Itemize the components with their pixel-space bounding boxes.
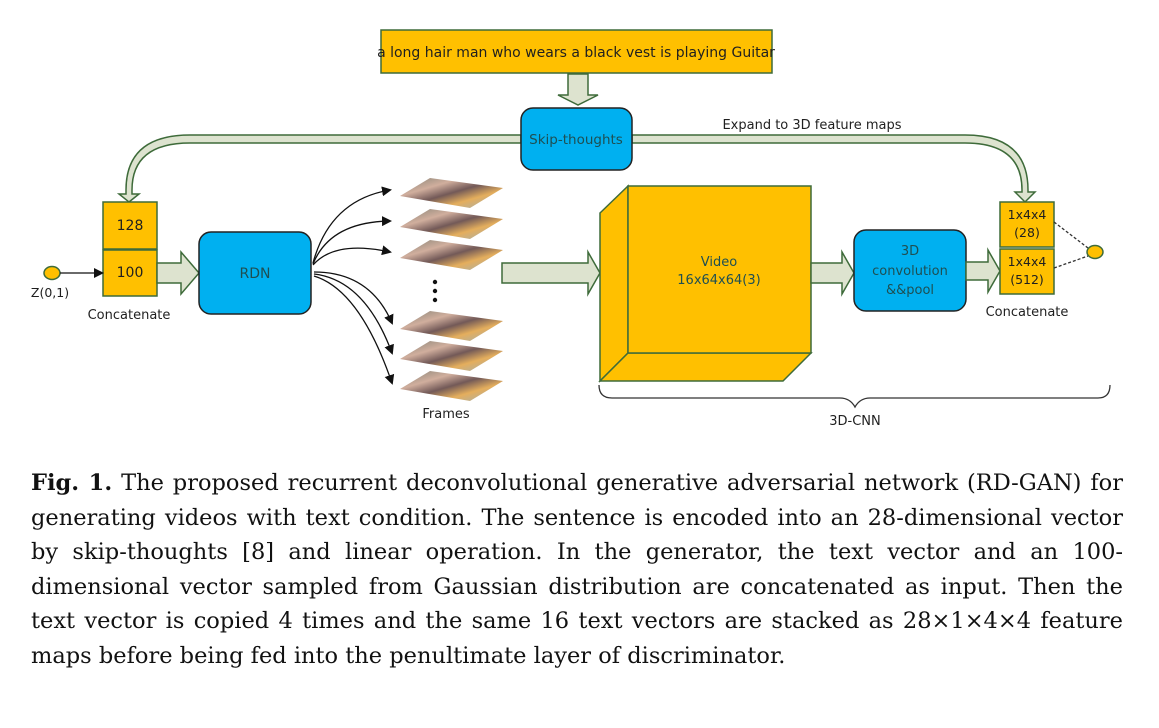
noise-input-node xyxy=(43,265,61,281)
video-to-conv-arrow xyxy=(810,249,855,297)
skipthoughts-block: Skip-thoughts xyxy=(520,107,633,171)
rdgan-architecture-diagram: a long hair man who wears a black vest i… xyxy=(31,29,1111,429)
video-cube: Video 16x64x64(3) xyxy=(598,184,813,383)
conv-label-2: convolution xyxy=(872,264,948,279)
frames-to-video-arrow xyxy=(501,249,601,297)
conv-label-3: &&pool xyxy=(886,283,934,298)
conv-label-1: 3D xyxy=(901,244,919,259)
cnn-brace xyxy=(598,384,1111,409)
video-label: Video xyxy=(701,255,737,270)
text-vector-cell xyxy=(102,201,158,250)
video-feature-cell xyxy=(999,248,1055,295)
frame-arrow-2 xyxy=(312,216,392,265)
text-feature-channels: (28) xyxy=(1014,225,1040,240)
frame-thumbnail xyxy=(400,240,503,270)
frame-thumbnail xyxy=(400,209,503,239)
frame-thumbnail xyxy=(400,311,503,341)
generator-concat-label: Concatenate xyxy=(88,308,171,323)
caption-text: The proposed recurrent deconvolutional g… xyxy=(31,470,1123,669)
discriminator-concat-label: Concatenate xyxy=(986,305,1069,320)
noise-vector-size: 100 xyxy=(117,265,144,281)
figure-caption: Fig. 1. The proposed recurrent deconvolu… xyxy=(31,466,1123,673)
video-feature-shape: 1x4x4 xyxy=(1008,254,1047,269)
conv3d-pool-block: 3D convolution &&pool xyxy=(853,229,967,312)
discriminator-concat-block: 1x4x4 (28) 1x4x4 (512) xyxy=(999,201,1055,295)
generator-concat-block: 128 100 xyxy=(102,201,158,297)
frame-arrows xyxy=(312,186,395,385)
discriminator-output-node xyxy=(1086,244,1104,260)
generated-frames xyxy=(400,178,503,401)
text-vector-size: 128 xyxy=(117,218,144,234)
frames-ellipsis-dots xyxy=(432,279,438,303)
noise-label: Z(0,1) xyxy=(31,285,69,300)
figure-label: Fig. 1. xyxy=(31,470,113,496)
sentence-text: a long hair man who wears a black vest i… xyxy=(377,45,775,61)
expand-label: Expand to 3D feature maps xyxy=(722,118,901,133)
skipthoughts-label: Skip-thoughts xyxy=(529,132,623,148)
rdn-label: RDN xyxy=(240,266,271,282)
conv-to-features-arrow xyxy=(965,247,1001,295)
output-connections xyxy=(1053,221,1089,269)
frame-arrow-5 xyxy=(313,273,394,355)
text-feature-shape: 1x4x4 xyxy=(1008,207,1047,222)
frame-arrow-4 xyxy=(313,271,394,325)
frame-arrow-3 xyxy=(312,245,392,266)
concat-to-rdn-arrow xyxy=(156,249,200,297)
video-feature-channels: (512) xyxy=(1010,272,1044,287)
text-feature-cell xyxy=(999,201,1055,248)
frame-thumbnail xyxy=(400,341,503,371)
cnn-brace-label: 3D-CNN xyxy=(829,414,881,429)
frame-thumbnail xyxy=(400,178,503,208)
frame-thumbnail xyxy=(400,371,503,401)
sentence-input-box: a long hair man who wears a black vest i… xyxy=(377,29,775,74)
rdn-block: RDN xyxy=(198,231,312,315)
frame-arrow-6 xyxy=(313,275,395,385)
video-shape-label: 16x64x64(3) xyxy=(677,273,760,288)
frames-label: Frames xyxy=(422,407,470,422)
frame-arrow-1 xyxy=(312,186,392,264)
sentence-to-skipthoughts-arrow xyxy=(557,73,599,106)
